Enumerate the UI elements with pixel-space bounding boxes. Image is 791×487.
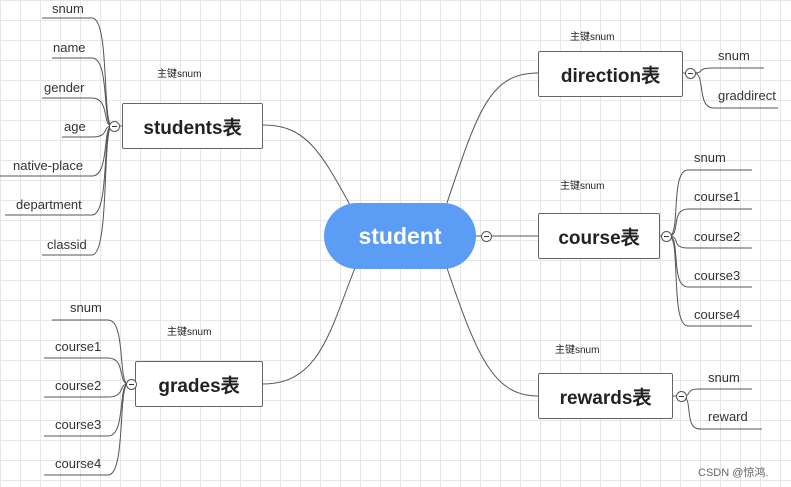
rewards-field-snum: snum (708, 370, 740, 385)
students-field-name: name (53, 40, 86, 55)
root-node-student[interactable]: student (324, 203, 476, 269)
collapse-toggle-root[interactable] (481, 231, 492, 242)
collapse-toggle-students[interactable] (109, 121, 120, 132)
watermark: CSDN @惊鸿. (698, 467, 769, 479)
students-field-native-place: native-place (13, 158, 84, 173)
grades-table-node[interactable]: grades表 (135, 361, 263, 407)
direction-key-note: 主键snum (570, 32, 615, 43)
course-field-course3: course3 (694, 268, 741, 283)
grades-field-course4: course4 (55, 456, 102, 471)
students-key-note: 主键snum (157, 69, 202, 80)
grades-field-course2: course2 (55, 378, 102, 393)
grades-field-course3: course3 (55, 417, 102, 432)
course-table-node[interactable]: course表 (538, 213, 660, 259)
collapse-toggle-direction[interactable] (685, 68, 696, 79)
students-field-classid: classid (47, 237, 87, 252)
rewards-table-node[interactable]: rewards表 (538, 373, 673, 419)
rewards-field-reward: reward (708, 409, 748, 424)
direction-field-snum: snum (718, 48, 750, 63)
grades-field-snum: snum (70, 300, 102, 315)
collapse-toggle-grades[interactable] (126, 379, 137, 390)
direction-field-graddirect: graddirect (718, 88, 776, 103)
course-field-course4: course4 (694, 307, 741, 322)
course-field-course1: course1 (694, 189, 741, 204)
collapse-toggle-course[interactable] (661, 231, 672, 242)
students-field-age: age (64, 119, 86, 134)
collapse-toggle-rewards[interactable] (676, 391, 687, 402)
rewards-key-note: 主键snum (555, 345, 600, 356)
course-field-snum: snum (694, 150, 726, 165)
students-field-gender: gender (44, 80, 85, 95)
direction-table-node[interactable]: direction表 (538, 51, 683, 97)
course-field-course2: course2 (694, 229, 741, 244)
grades-field-course1: course1 (55, 339, 102, 354)
students-table-node[interactable]: students表 (122, 103, 263, 149)
grades-key-note: 主键snum (167, 327, 212, 338)
students-field-snum: snum (52, 1, 84, 16)
students-field-department: department (16, 197, 82, 212)
course-key-note: 主键snum (560, 181, 605, 192)
